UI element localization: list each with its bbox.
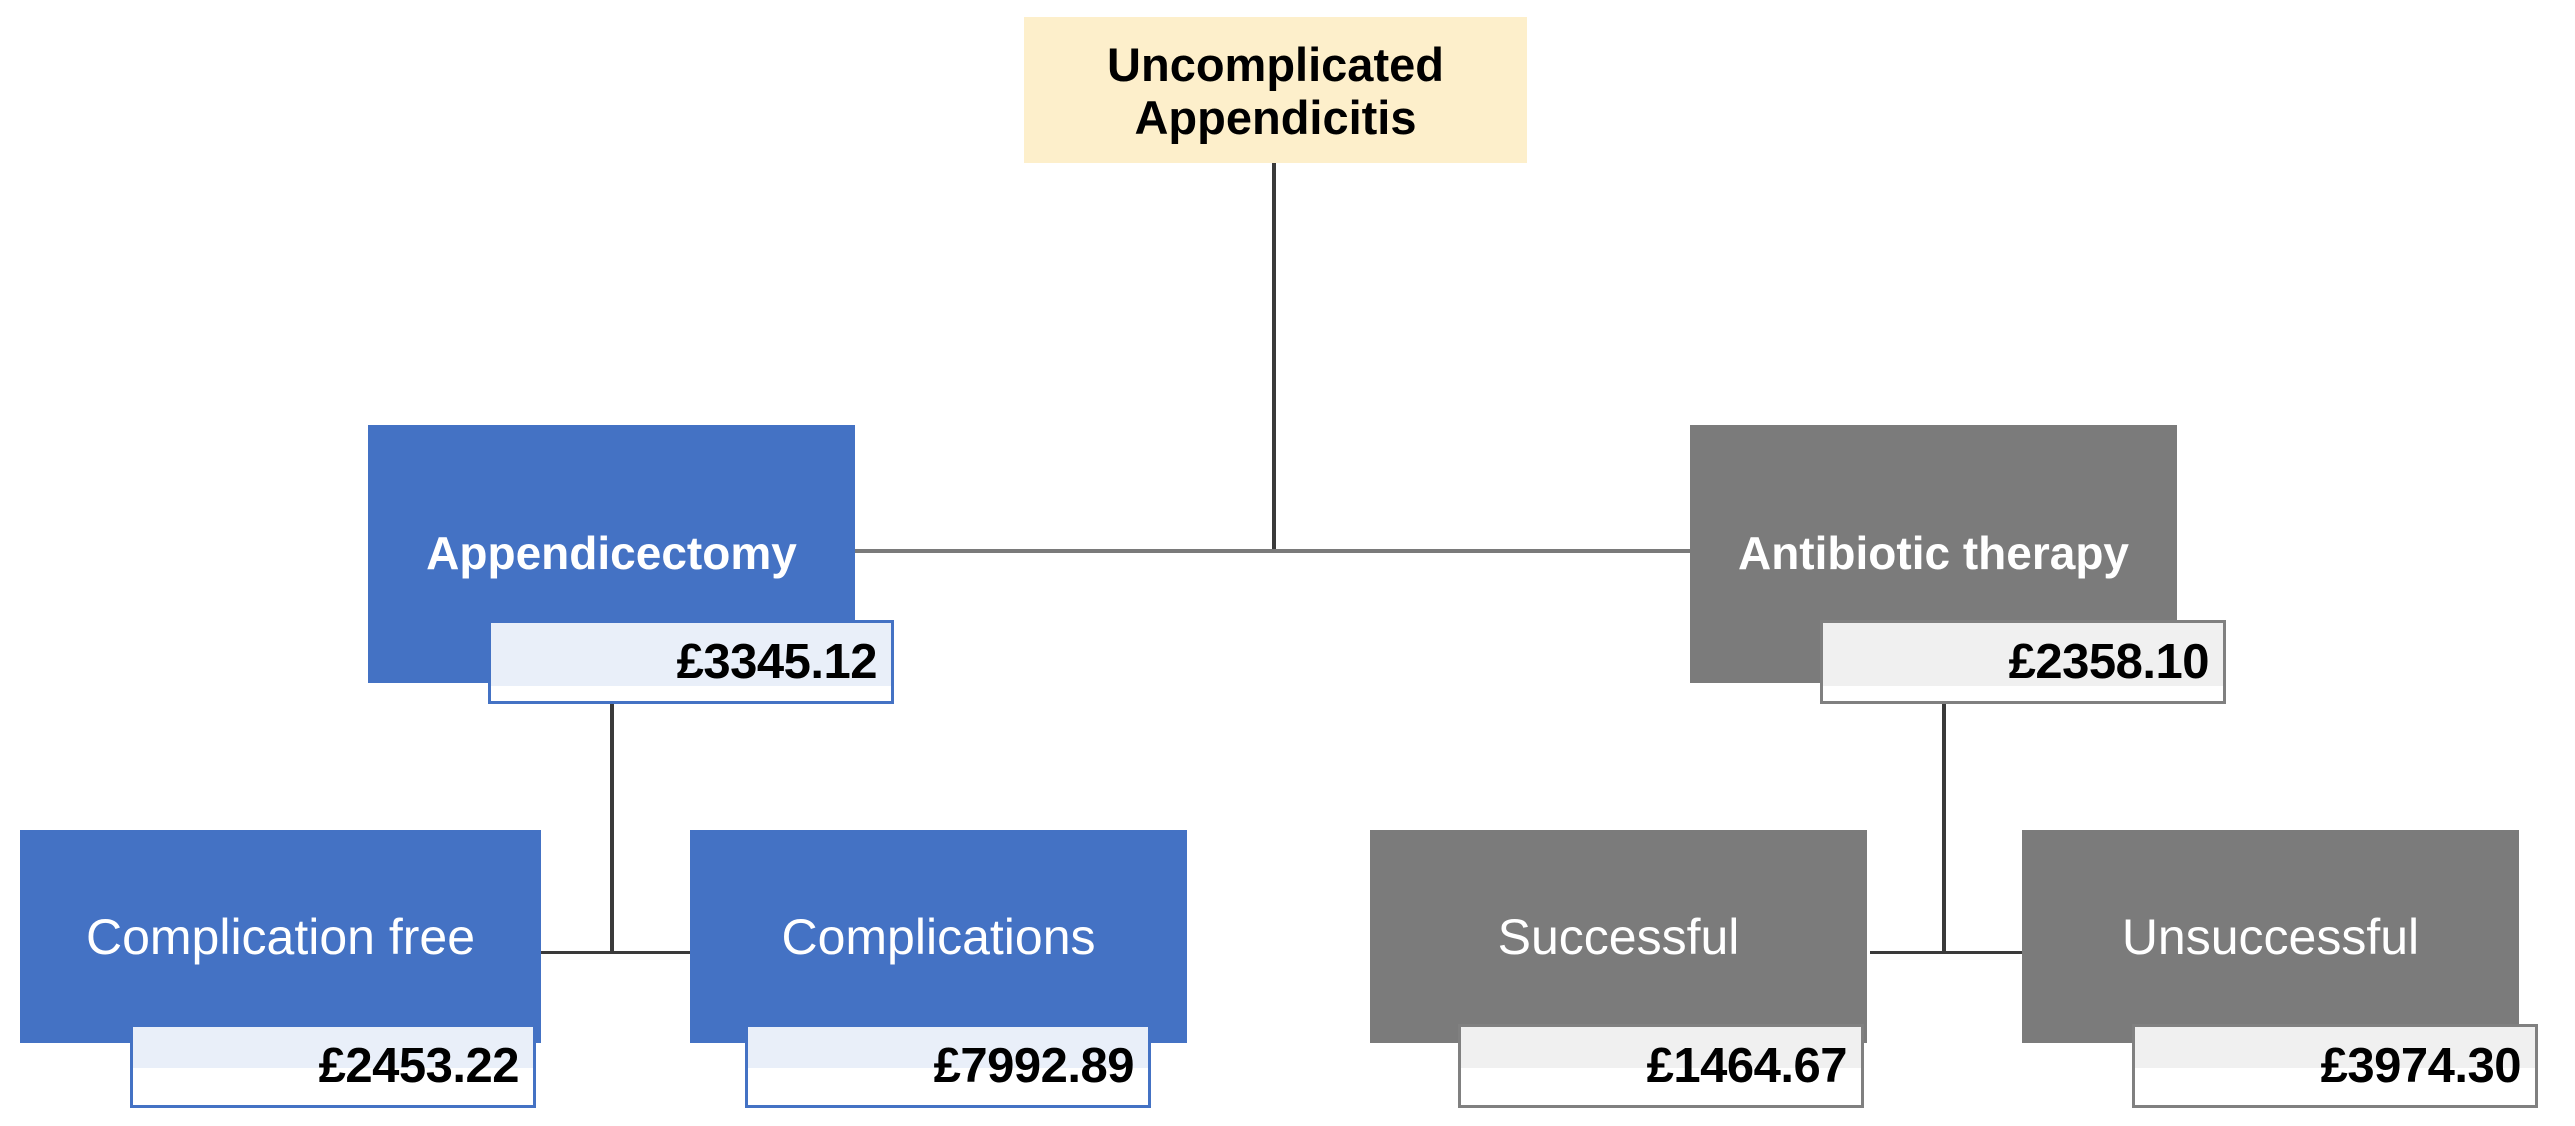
- connector-appendicectomy-drop: [610, 700, 614, 954]
- cost-value: £7992.89: [933, 1039, 1135, 1093]
- connector-root-trunk: [1272, 163, 1276, 553]
- node-label: Complication free: [85, 908, 476, 965]
- node-label: Complications: [781, 908, 1096, 965]
- connector-appendicectomy-children: [538, 951, 690, 954]
- node-successful[interactable]: Successful: [1370, 830, 1867, 1043]
- connector-antibiotic-children: [1870, 951, 2022, 954]
- cost-complication-free[interactable]: £2453.22: [130, 1024, 536, 1108]
- cost-value: £1464.67: [1646, 1039, 1848, 1093]
- node-complications[interactable]: Complications: [690, 830, 1187, 1043]
- cost-successful[interactable]: £1464.67: [1458, 1024, 1864, 1108]
- node-label: Appendicectomy: [426, 527, 797, 580]
- cost-value: £2453.22: [318, 1039, 520, 1093]
- node-label: Uncomplicated Appendicitis: [1107, 38, 1444, 144]
- node-complication-free[interactable]: Complication free: [20, 830, 541, 1043]
- cost-complications[interactable]: £7992.89: [745, 1024, 1151, 1108]
- node-unsuccessful[interactable]: Unsuccessful: [2022, 830, 2519, 1043]
- node-label: Antibiotic therapy: [1737, 527, 2130, 580]
- cost-value: £3345.12: [676, 635, 878, 689]
- cost-appendicectomy[interactable]: £3345.12: [488, 620, 894, 704]
- cost-value: £2358.10: [2008, 635, 2210, 689]
- connector-antibiotic-drop: [1942, 700, 1946, 954]
- cost-antibiotic-therapy[interactable]: £2358.10: [1820, 620, 2226, 704]
- node-uncomplicated-appendicitis[interactable]: Uncomplicated Appendicitis: [1024, 17, 1527, 163]
- cost-unsuccessful[interactable]: £3974.30: [2132, 1024, 2538, 1108]
- node-label: Successful: [1497, 908, 1740, 965]
- connector-level2-horizontal: [854, 549, 1690, 553]
- node-label: Unsuccessful: [2121, 908, 2420, 965]
- cost-value: £3974.30: [2320, 1039, 2522, 1093]
